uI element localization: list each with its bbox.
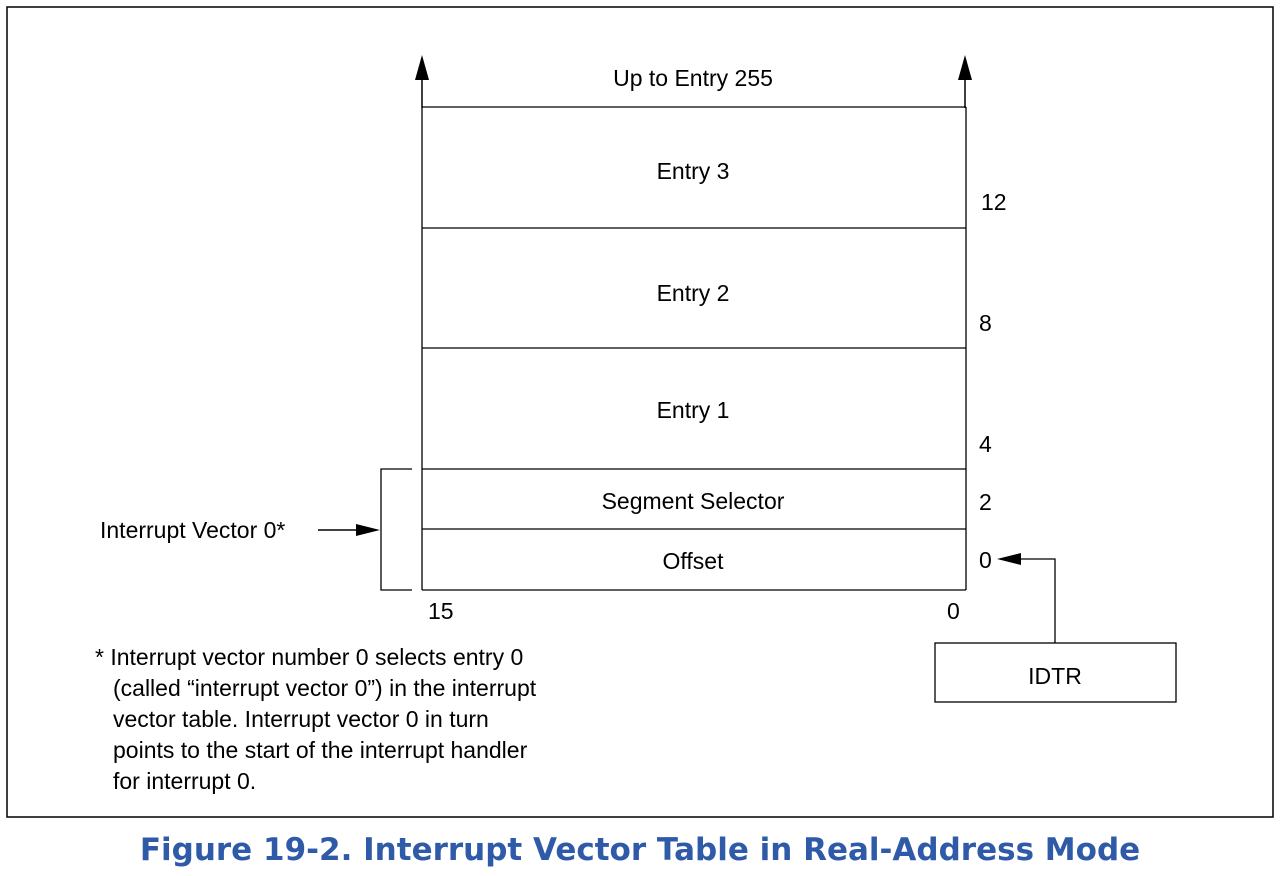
offset-label-8: 8 — [979, 310, 992, 336]
top-label: Up to Entry 255 — [613, 65, 773, 91]
row-offset: Offset — [663, 548, 725, 574]
interrupt-vector-label: Interrupt Vector 0* — [100, 517, 285, 543]
figure-caption: Figure 19-2. Interrupt Vector Table in R… — [140, 832, 1140, 868]
offset-label-12: 12 — [981, 189, 1007, 215]
idtr-arrow — [997, 553, 1056, 643]
row-entry-3: Entry 3 — [657, 158, 730, 184]
footnote-line-3: vector table. Interrupt vector 0 in turn — [113, 706, 489, 732]
footnote-line-2: (called “interrupt vector 0”) in the int… — [113, 675, 537, 701]
footnote-line-4: points to the start of the interrupt han… — [113, 737, 528, 763]
offset-label-2: 2 — [979, 489, 992, 515]
footnote-line-5: for interrupt 0. — [113, 768, 256, 794]
bit-label-0: 0 — [947, 598, 960, 624]
row-segment-selector: Segment Selector — [602, 488, 785, 514]
bit-label-15: 15 — [428, 598, 454, 624]
footnote: * Interrupt vector number 0 selects entr… — [95, 644, 537, 794]
offset-label-0: 0 — [979, 547, 992, 573]
row-entry-1: Entry 1 — [657, 397, 730, 423]
footnote-line-1: * Interrupt vector number 0 selects entr… — [95, 644, 523, 670]
figure-frame — [6, 6, 1274, 818]
idtr-label: IDTR — [1028, 663, 1082, 689]
vector-table — [421, 106, 967, 591]
table-continuation-arrows — [415, 55, 972, 108]
row-entry-2: Entry 2 — [657, 280, 730, 306]
offset-label-4: 4 — [979, 431, 992, 457]
vector-arrow — [318, 524, 380, 536]
vector-bracket — [380, 468, 412, 591]
